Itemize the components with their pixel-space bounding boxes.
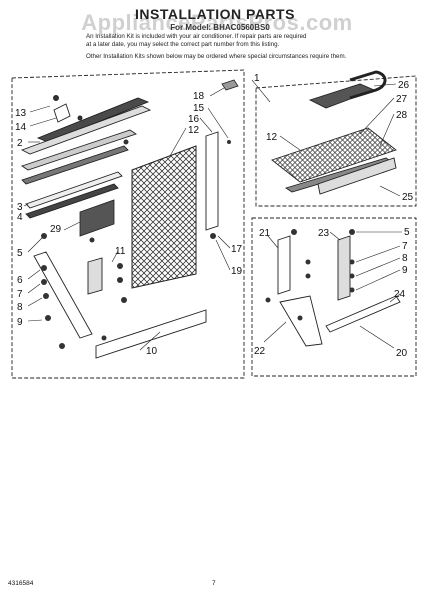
callout-23: 23 bbox=[318, 228, 330, 239]
callout-17: 17 bbox=[231, 244, 243, 255]
callout-18: 18 bbox=[193, 91, 205, 102]
callout-4: 4 bbox=[17, 212, 23, 223]
callout-8: 8 bbox=[17, 302, 23, 313]
bracket-kit-parts bbox=[277, 235, 401, 347]
callout-26: 26 bbox=[398, 80, 410, 91]
window-filler-kit-parts bbox=[271, 70, 397, 195]
kit-top-callouts: 26 27 28 12 25 bbox=[266, 80, 414, 203]
callout-11: 11 bbox=[115, 246, 126, 257]
callout-10: 10 bbox=[146, 346, 158, 357]
callout-6: 6 bbox=[17, 275, 23, 286]
main-callouts: 1 13 14 2 3 4 29 5 6 7 8 9 11 10 18 15 1… bbox=[15, 73, 260, 357]
note-line-1: An Installation Kit is included with you… bbox=[86, 33, 307, 40]
callout-9: 9 bbox=[17, 317, 23, 328]
callout-15: 15 bbox=[193, 103, 205, 114]
note-line-3: Other Installation Kits shown below may … bbox=[86, 53, 347, 60]
callout-9-kit: 9 bbox=[402, 265, 408, 276]
support-bracket-assembly bbox=[33, 251, 207, 359]
document-number: 4316584 bbox=[8, 580, 34, 587]
callout-27: 27 bbox=[396, 94, 408, 105]
callout-19: 19 bbox=[231, 266, 243, 277]
note-line-2: at a later date, you may select the corr… bbox=[86, 41, 280, 48]
leader-lines bbox=[23, 79, 402, 351]
hardware-screws bbox=[41, 233, 127, 349]
watermark: AppliancePartsPros.com bbox=[81, 10, 353, 35]
callout-5-kit: 5 bbox=[404, 227, 410, 238]
callout-22: 22 bbox=[254, 346, 266, 357]
callout-1: 1 bbox=[254, 73, 260, 84]
callout-21: 21 bbox=[259, 228, 271, 239]
callout-13: 13 bbox=[15, 108, 27, 119]
sash-channel-parts bbox=[20, 129, 138, 219]
callout-25: 25 bbox=[402, 192, 414, 203]
callout-8-kit: 8 bbox=[402, 253, 408, 264]
callout-3: 3 bbox=[17, 202, 23, 213]
window-filler-kit-border bbox=[255, 75, 417, 207]
main-kit-border bbox=[11, 69, 245, 379]
model-subtitle: For Model: BHAC0560BS0 bbox=[170, 23, 270, 32]
page-number: 7 bbox=[212, 580, 216, 587]
vertical-frame-post bbox=[205, 131, 219, 231]
callout-16: 16 bbox=[188, 114, 200, 125]
bracket-13-part bbox=[53, 95, 83, 123]
bracket-kit-border bbox=[251, 217, 417, 377]
callout-14: 14 bbox=[15, 122, 27, 133]
callout-24: 24 bbox=[394, 289, 406, 300]
callout-2: 2 bbox=[17, 138, 23, 149]
callout-28: 28 bbox=[396, 110, 408, 121]
callout-12: 12 bbox=[188, 125, 200, 136]
callout-5: 5 bbox=[17, 248, 23, 259]
callout-7: 7 bbox=[17, 289, 23, 300]
kit-bottom-callouts: 21 23 5 7 8 9 24 22 20 bbox=[254, 227, 410, 359]
callout-29: 29 bbox=[50, 224, 62, 235]
callout-20: 20 bbox=[396, 348, 408, 359]
page-title: INSTALLATION PARTS bbox=[135, 6, 295, 22]
callout-7-kit: 7 bbox=[402, 241, 408, 252]
top-rail-part bbox=[20, 97, 152, 155]
callout-12-kit: 12 bbox=[266, 132, 278, 143]
side-curtain-panel bbox=[131, 145, 197, 289]
foam-seal-part bbox=[79, 199, 115, 237]
kit-hardware bbox=[265, 229, 355, 321]
part-18-block bbox=[221, 79, 239, 91]
